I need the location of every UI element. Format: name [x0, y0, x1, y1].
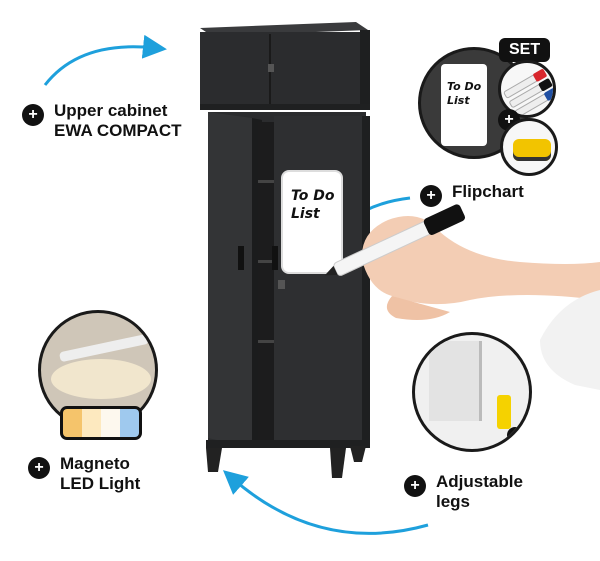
feature-flipchart: + Flipchart: [420, 182, 524, 207]
tall-cabinet: [206, 112, 370, 478]
inset-flipchart-text-line1: To Do: [447, 80, 482, 93]
feature-led-light: + Magneto LED Light: [28, 454, 140, 494]
led-glow: [51, 359, 151, 399]
led-bar: [58, 333, 150, 363]
flipchart-board: To Do List: [283, 172, 341, 272]
inset-flipchart-text-line2: List: [447, 94, 470, 107]
arrow-to-legs: [222, 470, 429, 535]
led-light-label-line1: Magneto: [60, 454, 130, 473]
plus-icon: +: [404, 475, 426, 497]
legs-label-line2: legs: [436, 492, 471, 511]
feature-adjustable-legs: + Adjustable legs: [404, 472, 523, 512]
led-light-label-line2: LED Light: [60, 474, 141, 493]
markers-icon: [503, 69, 553, 115]
upper-cabinet-label-line1: Upper cabinet: [54, 101, 168, 120]
inset-flipchart-board: To Do List: [441, 64, 487, 146]
upper-cabinet-label-line2: EWA COMPACT: [54, 121, 182, 140]
leg-foot: [497, 395, 511, 429]
plus-icon: +: [420, 185, 442, 207]
led-color-temperature-icon: [60, 406, 142, 440]
flipchart-label: Flipchart: [452, 182, 524, 201]
sponge-icon: [513, 139, 551, 161]
flipchart-text-line1: To Do: [291, 188, 335, 204]
inset-sponge: [500, 118, 558, 176]
arrow-to-upper-cabinet: [43, 34, 167, 86]
plus-icon: +: [22, 104, 44, 126]
leg-cabinet: [429, 341, 482, 421]
leg-adjuster-icon: [507, 427, 523, 443]
set-badge: SET: [499, 38, 551, 62]
inset-markers: [498, 60, 556, 118]
upper-cabinet: [200, 22, 370, 110]
inset-adjustable-legs: [412, 332, 532, 452]
legs-label-line1: Adjustable: [436, 472, 523, 491]
feature-upper-cabinet: + Upper cabinet EWA COMPACT: [22, 101, 182, 141]
plus-icon: +: [28, 457, 50, 479]
flipchart-text-line2: List: [291, 206, 320, 222]
